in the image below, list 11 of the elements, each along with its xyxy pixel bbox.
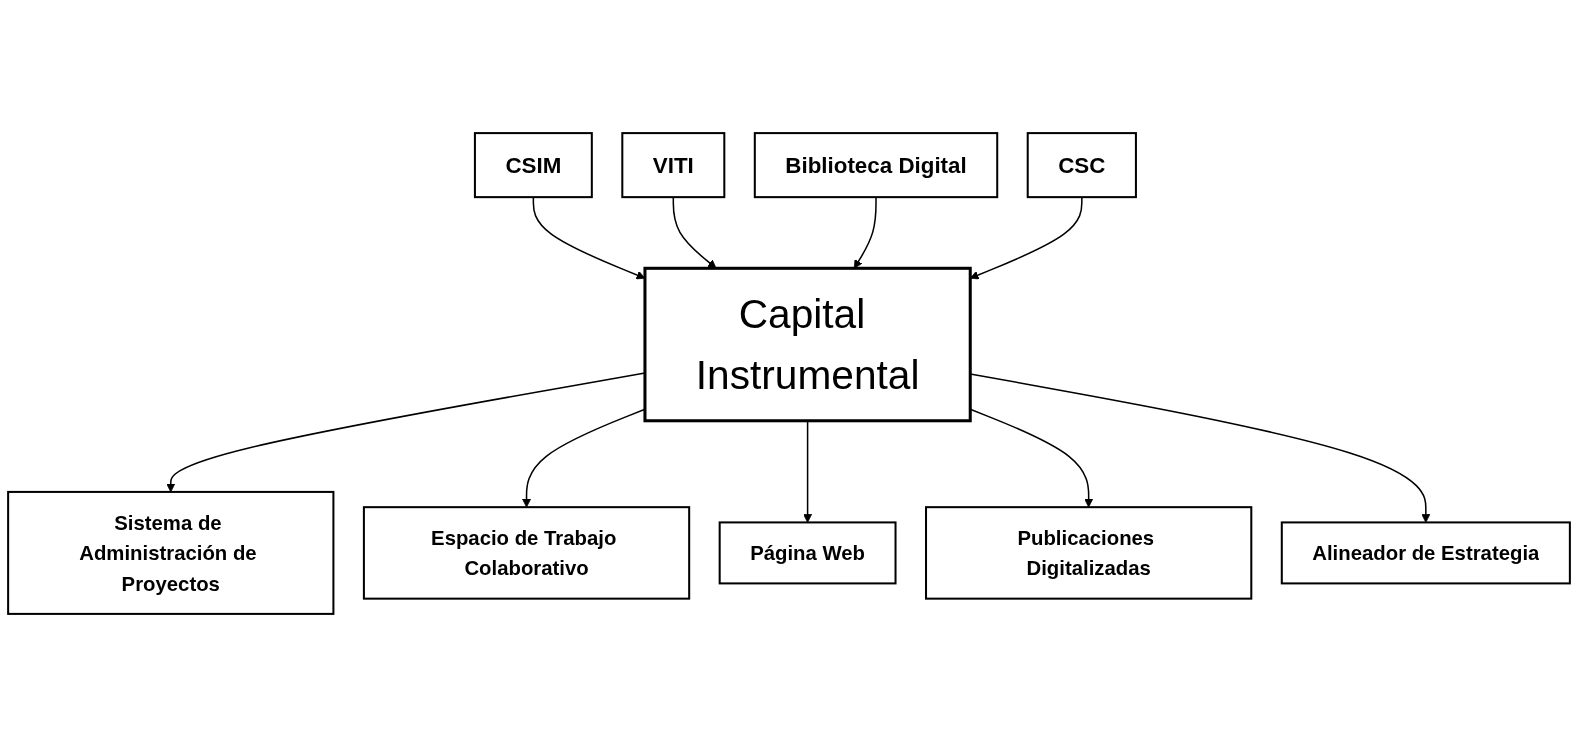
- arrow: [803, 420, 813, 523]
- node-box: Espacio de Trabajo Colaborativo: [362, 506, 691, 600]
- node-box: Alineador de Estrategia: [1280, 521, 1571, 585]
- node-box: CSC: [1026, 132, 1137, 199]
- node-box: Publicaciones Digitalizadas: [925, 506, 1253, 600]
- node-box: Biblioteca Digital: [753, 132, 999, 199]
- node-box: Capital Instrumental: [643, 266, 972, 423]
- node-box: Sistema de Administración de Proyectos: [7, 490, 335, 615]
- node-box: Página Web: [718, 521, 897, 585]
- node-box: CSIM: [473, 132, 593, 199]
- node-box: VITI: [621, 132, 726, 199]
